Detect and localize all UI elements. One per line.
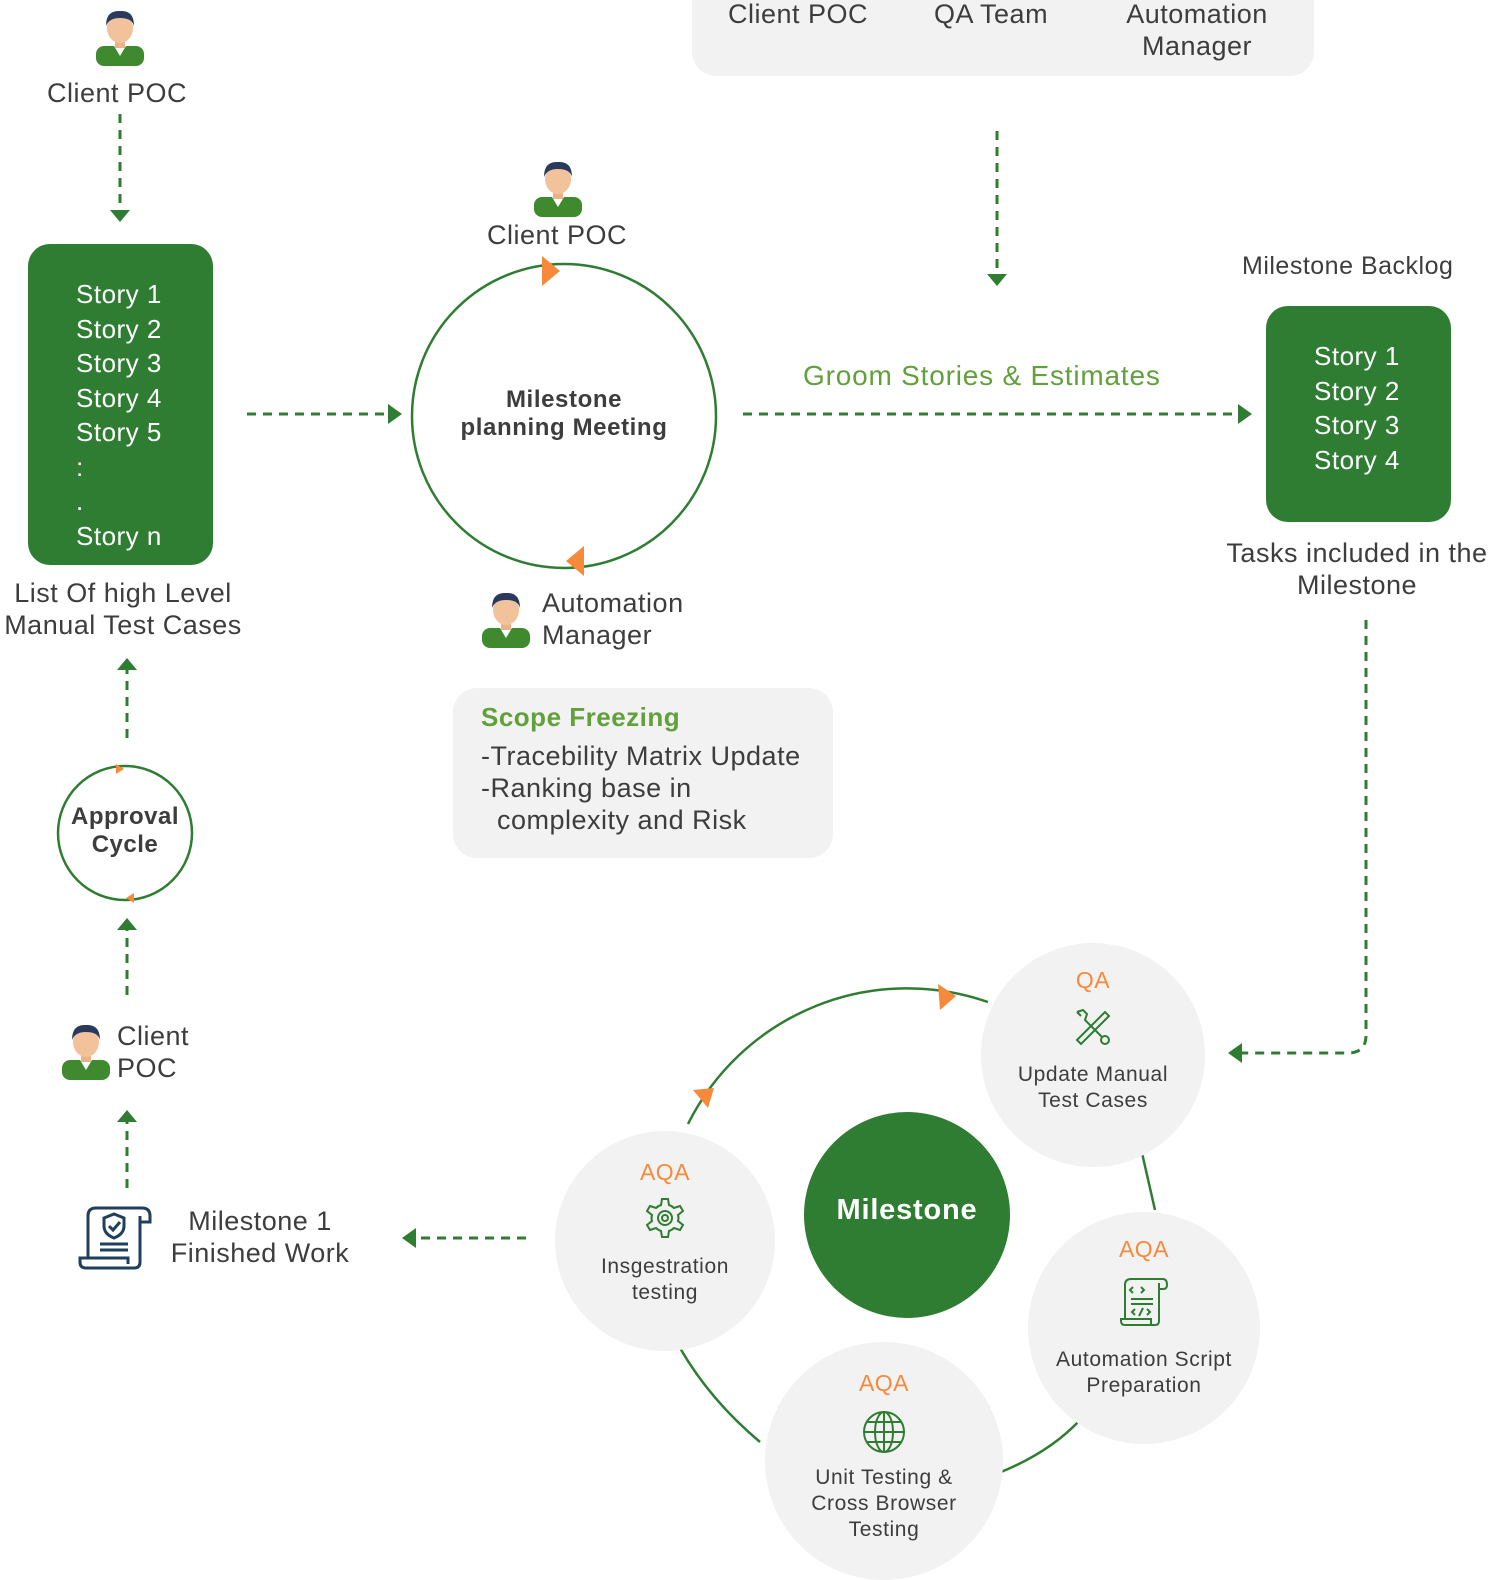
meeting-cycle-ring [410, 262, 718, 570]
backlog-caption: Tasks included in the Milestone [1226, 538, 1488, 600]
person-icon [58, 1020, 114, 1080]
top-roles-box: Client POC QA Team Automation Manager [692, 0, 1314, 76]
scope-line-1: -Tracebility Matrix Update [481, 741, 801, 771]
meeting-title: Milestone planning Meeting [460, 386, 668, 441]
stage-role: AQA [858, 1370, 910, 1396]
milestone-center-circle: Milestone [804, 1112, 1010, 1318]
meeting-manager-label: Automation Manager [542, 588, 684, 650]
milestone-finished-label: Milestone 1 Finished Work [170, 1206, 350, 1268]
arrowhead-left-2 [402, 1228, 416, 1248]
stage-title-line1: Unit Testing & [815, 1466, 953, 1489]
stage-title-line2: testing [631, 1281, 699, 1304]
arrowhead-down-2 [987, 274, 1007, 286]
backlog-story-box: Story 1 Story 2 Story 3 Story 4 [1266, 306, 1451, 522]
stage-title-line1: Automation Script [1056, 1348, 1232, 1371]
arrow-backlog-to-cycle [1240, 620, 1368, 1055]
stage-title-line2: Cross Browser [811, 1492, 957, 1515]
arrowhead-right-1 [388, 404, 402, 424]
arrowhead-left-1 [1228, 1043, 1242, 1063]
stage-title-line1: Insgestration [600, 1255, 730, 1278]
story-item: Story 1 [76, 279, 162, 309]
client-poc-top-label: Client POC [47, 78, 188, 108]
stage-unit-testing: AQA Unit Testing & Cross Browser Testing [765, 1342, 1003, 1580]
scope-freezing-box: Scope Freezing -Tracebility Matrix Updat… [453, 688, 833, 858]
arrowhead-up-1 [117, 1110, 137, 1122]
meeting-cycle-arrow-bottom [566, 546, 584, 576]
story-item: Story 4 [1314, 444, 1400, 475]
approval-cycle-arrow-bottom [126, 893, 134, 903]
person-icon [92, 6, 148, 66]
approval-cycle-arrow-top [116, 764, 124, 774]
top-role-qa-team: QA Team [934, 0, 1049, 29]
story-item: . [76, 486, 84, 516]
stage-role: AQA [1118, 1236, 1170, 1262]
stage-title-line2: Test Cases [1038, 1089, 1148, 1112]
gear-icon [645, 1198, 685, 1238]
globe-icon [863, 1411, 905, 1453]
story-item: Story n [76, 520, 162, 551]
document-icon [78, 1204, 154, 1272]
person-icon [530, 157, 586, 217]
stage-integration-testing: AQA Insgestration testing [555, 1131, 775, 1351]
stage-role: QA [1075, 967, 1111, 993]
top-role-client-poc: Client POC [728, 0, 869, 29]
cycle-arc-script-to-unit [1000, 1419, 1081, 1474]
scope-freezing-title: Scope Freezing [481, 702, 681, 732]
story-item: Story 4 [76, 382, 162, 413]
story-list: Story 1 Story 2 Story 3 Story 4 Story 5:. Sto… [76, 277, 162, 553]
story-item: Story 2 [1314, 375, 1400, 406]
scope-line-3: complexity and Risk [497, 805, 747, 835]
top-role-automation-manager: Automation Manager [1126, 0, 1268, 61]
client-poc-bottom-label: Client POC [117, 1021, 190, 1083]
cycle-arc-unit-to-integration [678, 1347, 761, 1443]
story-item: Story 5 [76, 417, 162, 447]
arrowhead-up-3 [117, 658, 137, 670]
arrowhead-right-2 [1238, 404, 1252, 424]
cycle-arrow-1 [938, 984, 956, 1010]
arrowhead-up-2 [117, 918, 137, 930]
story-item: : [76, 451, 84, 482]
tools-icon [1075, 1008, 1111, 1046]
scope-line-2: -Ranking base in [481, 773, 692, 803]
stage-automation-script: AQA Automation Script Preparation [1028, 1212, 1260, 1444]
meeting-client-poc-label: Client POC [487, 220, 628, 250]
story-list-box: Story 1 Story 2 Story 3 Story 4 Story 5:. Sto… [28, 244, 213, 565]
story-item: Story 3 [76, 348, 162, 378]
script-icon [1120, 1278, 1169, 1326]
approval-cycle-ring [56, 764, 194, 902]
milestone-center-label: Milestone [836, 1194, 978, 1226]
cycle-arrow-2 [693, 1088, 714, 1108]
stage-title-line2: Preparation [1086, 1374, 1202, 1397]
cycle-arc-qa-to-script [1140, 1152, 1157, 1211]
meeting-cycle-arrow-top [542, 256, 560, 286]
arrowhead-down-1 [110, 210, 130, 222]
story-list-caption: List Of high Level Manual Test Cases [4, 578, 242, 640]
backlog-story-list: Story 1 Story 2 Story 3 Story 4 [1314, 339, 1400, 477]
cycle-arc-integration-to-qa [686, 987, 989, 1125]
approval-cycle-label: Approval Cycle [70, 803, 179, 858]
story-item: Story 2 [76, 313, 162, 344]
groom-stories-label: Groom Stories & Estimates [803, 360, 1161, 391]
stage-role: AQA [639, 1159, 691, 1185]
person-icon [478, 588, 534, 648]
story-item: Story 1 [1314, 341, 1400, 371]
stage-title-line1: Update Manual [1017, 1063, 1169, 1086]
story-item: Story 3 [1314, 410, 1400, 440]
milestone-backlog-title: Milestone Backlog [1242, 252, 1454, 280]
stage-title-line3: Testing [848, 1518, 920, 1541]
stage-update-manual-tests: QA Update Manual Test Cases [981, 943, 1205, 1167]
